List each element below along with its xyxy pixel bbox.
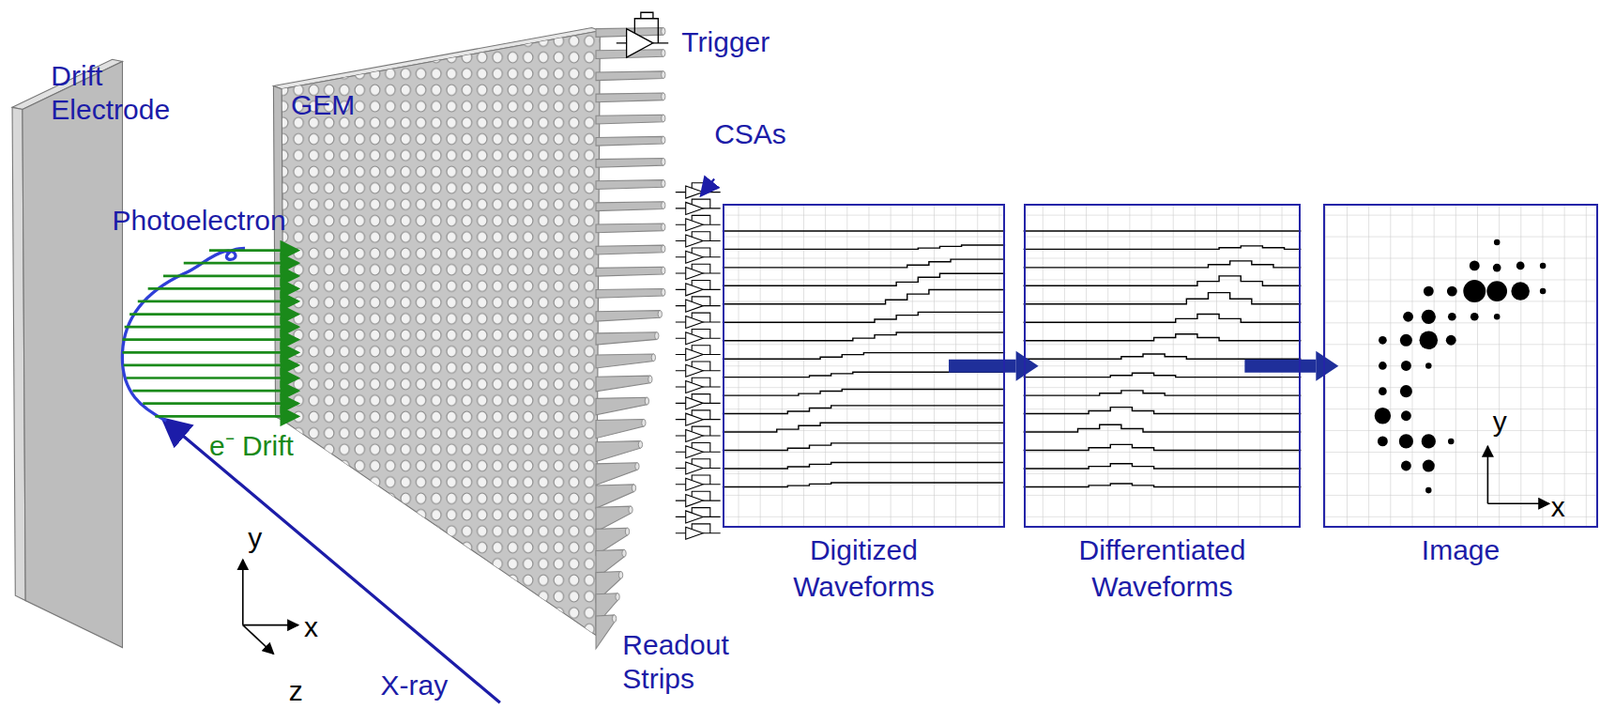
part-label: Readout Strips (622, 627, 776, 696)
part-label: Photoelectron (112, 203, 287, 238)
part-label: X-ray (380, 668, 449, 702)
part-label: Drift Electrode (50, 59, 204, 127)
part-label: y (1493, 404, 1508, 439)
part-label: z (289, 673, 304, 708)
part-label: e⁻ Drift (209, 428, 294, 463)
part-label: GEM (290, 88, 355, 122)
waveform-panel: Differentiated Waveforms (1023, 203, 1302, 528)
part-label: CSAs (714, 117, 787, 152)
panel-caption: Digitized Waveforms (741, 531, 986, 605)
waveform-panel: Image (1323, 203, 1599, 528)
panel-caption: Differentiated Waveforms (1040, 531, 1285, 605)
part-label: x (1551, 489, 1566, 524)
waveform-panel: Digitized Waveforms (722, 203, 1006, 528)
part-label: Trigger (681, 25, 770, 60)
part-label: x (304, 609, 319, 644)
part-label: y (247, 520, 262, 555)
panel-caption: Image (1339, 531, 1584, 568)
